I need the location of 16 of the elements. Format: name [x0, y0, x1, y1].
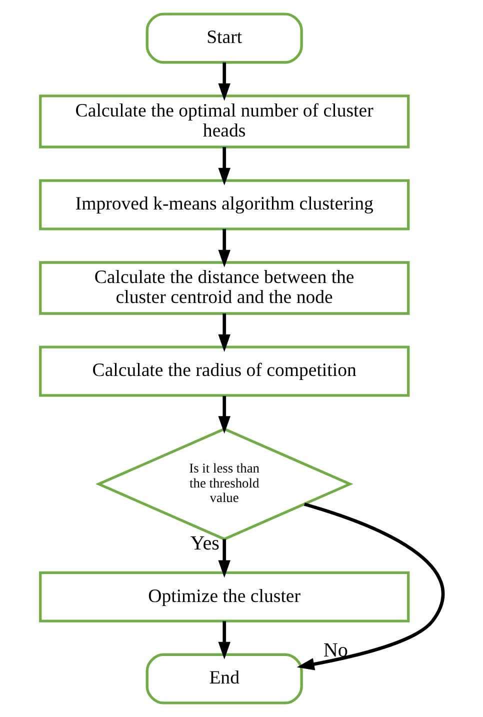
arrow [218, 539, 230, 578]
arrow [218, 147, 230, 186]
node-box: Start [145, 12, 302, 64]
node-box: Optimize the cluster [38, 571, 410, 622]
edge-label: No [322, 640, 348, 662]
node-box: Calculate the optimal number of cluster heads [38, 94, 410, 148]
node-box: End [145, 653, 302, 704]
node-box: Calculate the distance between the cluster centroid and the node [38, 261, 410, 315]
node-box: Improved k-means algorithm clustering [38, 179, 410, 230]
arrow [218, 621, 230, 660]
arrow [218, 62, 230, 101]
arrow [218, 228, 230, 268]
node-box: Calculate the radius of competition [38, 346, 410, 397]
arrow [296, 502, 444, 670]
arrow [218, 314, 230, 352]
arrow [218, 396, 230, 434]
